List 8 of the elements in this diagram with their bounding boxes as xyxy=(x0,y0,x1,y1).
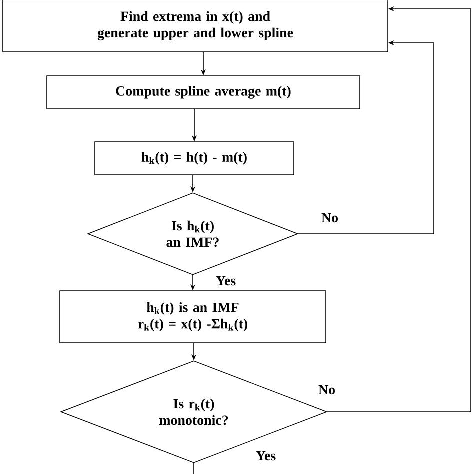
process-box: h$_{k}$(t) is an IMF r$_{k}$(t) = x(t) -Σh$_{k}$(t) xyxy=(60,290,326,344)
edge-label: Yes xyxy=(256,451,276,461)
edge-label: No xyxy=(322,213,338,223)
process-box: Compute spline average m(t) xyxy=(46,76,360,110)
process-box: h$_{k}$(t) = h(t) - m(t) xyxy=(94,142,294,176)
process-box: Find extrema in x(t) and generate upper and lower spline xyxy=(2,0,388,52)
edge-label: Yes xyxy=(216,276,236,286)
edge-label: No xyxy=(318,385,335,395)
